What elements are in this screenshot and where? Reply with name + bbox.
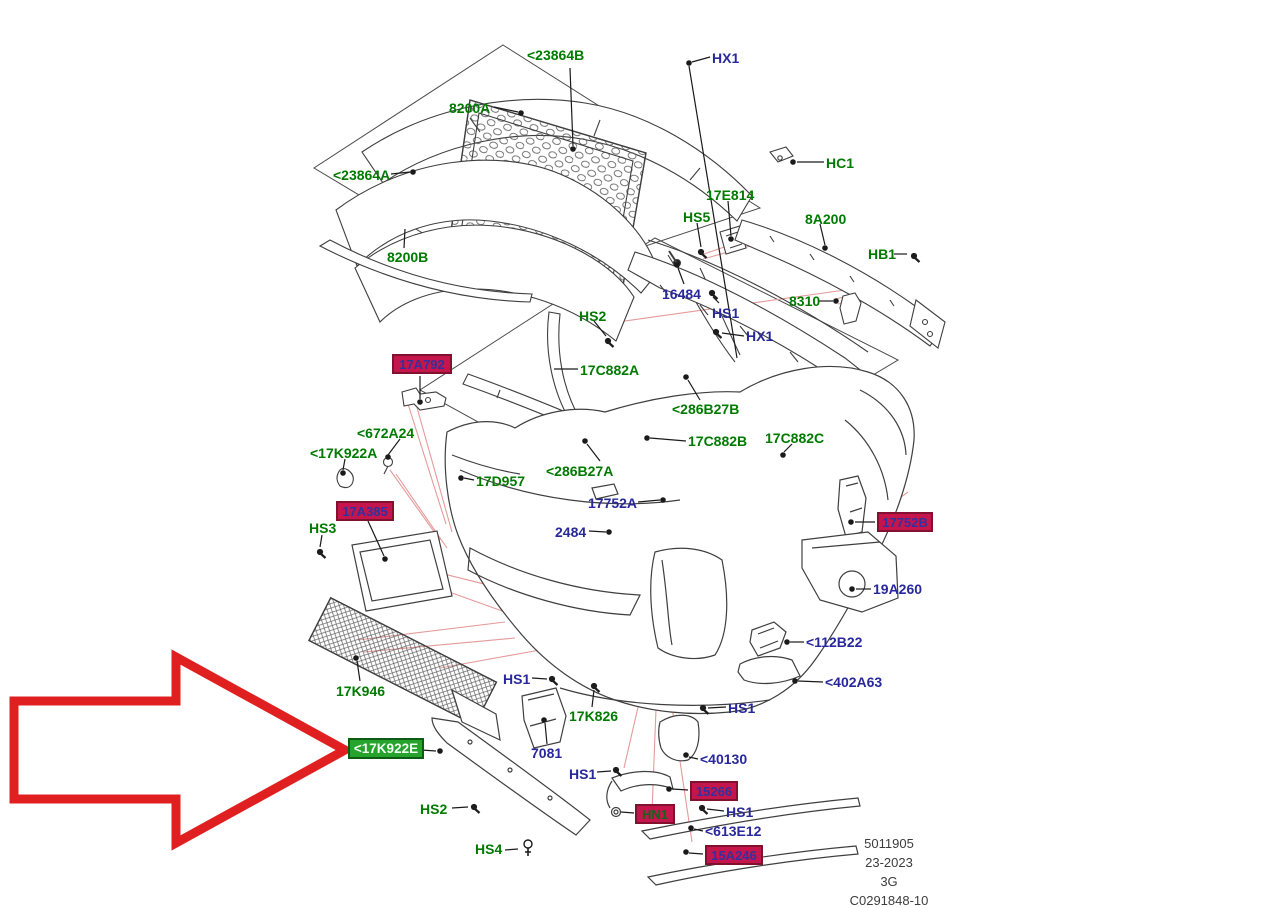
leader-dots [340,60,855,855]
label-hs1-5[interactable]: HS1 [726,804,754,820]
label-17D957[interactable]: 17D957 [476,473,526,489]
label-23864A[interactable]: <23864A [333,167,391,183]
label-17C882C[interactable]: 17C882C [765,430,825,446]
label-17A792-highlighted[interactable]: 17A792 [392,354,452,374]
part-613E12-strip [640,797,861,840]
footer-catalog-code: C0291848-10 [849,893,929,908]
label-HS3[interactable]: HS3 [309,520,337,536]
leader-lines [319,56,907,855]
label-286B27B[interactable]: <286B27B [672,401,740,417]
label-17C882B[interactable]: 17C882B [688,433,748,449]
grille-parts-drawing [318,98,794,342]
footer-drawing-number: 5011905 [864,836,914,851]
label-8310[interactable]: 8310 [789,293,821,309]
label-17K922A[interactable]: <17K922A [310,445,378,461]
label-17A385-highlighted[interactable]: 17A385 [336,501,394,521]
label-17752B-highlighted[interactable]: 17752B [877,512,933,532]
red-arrow-annotation [9,649,355,851]
drawing-footer: 5011905 23-2023 3G C0291848-10 [816,834,962,908]
part-17A792-bracket [401,387,447,411]
bumper-cover-drawing [308,365,915,886]
label-8200B[interactable]: 8200B [387,249,429,265]
label-19A260[interactable]: 19A260 [873,581,923,597]
label-16484[interactable]: 16484 [662,286,701,302]
part-8A200-beam [734,219,944,347]
label-HB1[interactable]: HB1 [868,246,897,262]
fastener-glyphs [315,247,921,856]
label-17C882A[interactable]: 17C882A [580,362,640,378]
label-15266-highlighted[interactable]: 15266 [690,781,738,801]
label-HN1-highlighted[interactable]: HN1 [635,804,675,824]
label-HC1[interactable]: HC1 [826,155,855,171]
part-HC1-clip [769,146,794,163]
label-hx1-mid[interactable]: HX1 [746,328,774,344]
label-2484[interactable]: 2484 [555,524,587,540]
label-HS4[interactable]: HS4 [475,841,503,857]
part-19A260-corner [801,531,899,613]
label-613E12[interactable]: <613E12 [705,823,762,839]
part-8310-bracket [839,292,862,325]
part-17A385-plate [351,530,453,612]
label-8A200[interactable]: 8A200 [805,211,847,227]
label-17K922E-highlighted[interactable]: <17K922E [348,738,424,759]
label-672A24[interactable]: <672A24 [357,425,415,441]
part-40130-panel [658,714,700,762]
footer-revision-code: 3G [880,874,898,889]
label-7081[interactable]: 7081 [531,745,563,761]
label-286B27A[interactable]: <286B27A [546,463,614,479]
HS4-push-pin [523,839,533,856]
label-112B22[interactable]: <112B22 [806,634,863,650]
label-23864B[interactable]: <23864B [527,47,585,63]
label-hx1-top[interactable]: HX1 [712,50,740,66]
label-hs2-bottom[interactable]: HS2 [420,801,448,817]
footer-date-code: 23-2023 [865,855,913,870]
label-17E814[interactable]: 17E814 [706,187,755,203]
label-17K946[interactable]: 17K946 [336,683,386,699]
label-402A63[interactable]: <402A63 [825,674,883,690]
label-hs1-2[interactable]: HS1 [503,671,531,687]
label-hs1-1[interactable]: HS1 [712,305,740,321]
label-HS5[interactable]: HS5 [683,209,711,225]
label-hs2-top[interactable]: HS2 [579,308,607,324]
label-17K826[interactable]: 17K826 [569,708,619,724]
label-15A246-highlighted[interactable]: 15A246 [705,845,763,865]
label-hs1-3[interactable]: HS1 [728,700,756,716]
label-17752A[interactable]: 17752A [588,495,638,511]
part-402A63-shield [737,655,801,685]
label-hs1-4[interactable]: HS1 [569,766,597,782]
label-40130[interactable]: <40130 [700,751,748,767]
part-112B22-bracket [749,621,787,657]
label-8200A[interactable]: 8200A [449,100,491,116]
part-17K922E-deflector [431,717,591,836]
